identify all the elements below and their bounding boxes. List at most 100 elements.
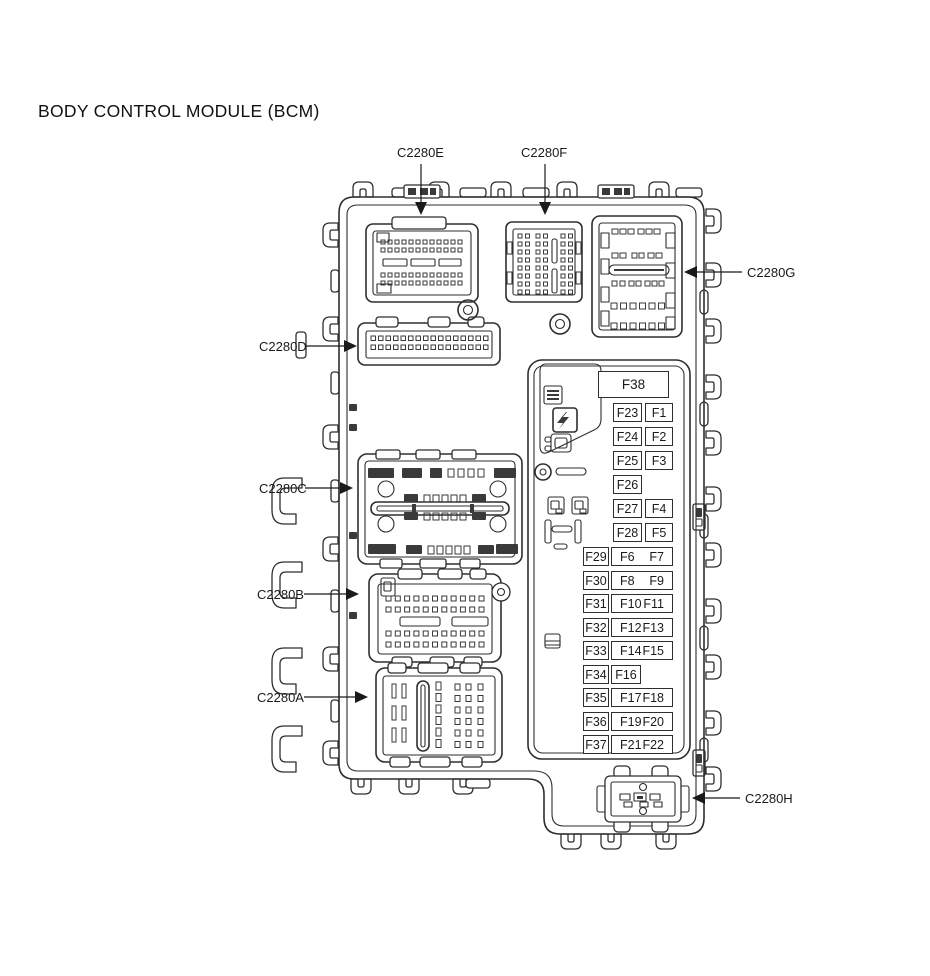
pin: [394, 272, 400, 278]
pin: [330, 589, 340, 613]
connector-c2280b: [368, 568, 502, 668]
relay-subpanel-outline: [539, 363, 602, 454]
pin: [560, 273, 566, 279]
pin: [422, 247, 428, 253]
pin: [478, 606, 485, 613]
pin: [454, 706, 461, 714]
pin: [457, 272, 463, 278]
pin: [441, 630, 448, 637]
pin: [454, 545, 462, 555]
clip: [705, 208, 722, 234]
clip: [705, 654, 722, 680]
clip: [705, 430, 722, 456]
pin: [380, 239, 386, 245]
screw-hole: [377, 480, 395, 498]
pin: [517, 233, 523, 239]
clip: [648, 181, 670, 198]
pin: [543, 233, 548, 239]
pin: [450, 494, 458, 503]
arrow-right-icon: [346, 588, 359, 600]
pin: [378, 335, 384, 341]
pin: [517, 281, 523, 287]
clip: [705, 486, 722, 512]
screw-hole: [491, 582, 511, 602]
pin: [525, 281, 530, 287]
pin: [401, 239, 407, 245]
pin: [658, 322, 665, 330]
pin: [477, 468, 485, 478]
clip: [705, 374, 722, 400]
pin: [349, 612, 357, 619]
arrow-right-icon: [340, 482, 353, 494]
pin: [408, 239, 414, 245]
fuse-f34: F34: [583, 665, 609, 684]
pin: [494, 468, 516, 478]
pin: [468, 335, 474, 341]
pin: [330, 371, 340, 395]
screw-hole: [489, 480, 507, 498]
pin: [391, 727, 397, 743]
pin: [560, 241, 566, 247]
callout-c2280c: C2280C: [259, 481, 307, 496]
pin: [469, 630, 476, 637]
screw-hole: [638, 782, 648, 792]
pin: [477, 729, 484, 737]
pin: [517, 289, 523, 295]
pin: [568, 289, 573, 295]
pin: [568, 281, 573, 287]
fuse-f20: F20: [642, 714, 664, 729]
pin: [400, 335, 406, 341]
pin: [423, 494, 431, 503]
pin: [391, 705, 397, 721]
pin: [477, 741, 484, 748]
clip: [459, 187, 487, 198]
pin: [465, 695, 472, 702]
pin: [619, 280, 626, 287]
pin: [535, 257, 541, 263]
fuse-f36: F36: [583, 712, 609, 731]
pin: [568, 265, 573, 271]
pin: [394, 247, 400, 253]
clip: [675, 187, 703, 198]
connector-c2280f: [505, 221, 583, 303]
pin: [543, 241, 548, 247]
fuse-f17: F17: [620, 690, 642, 705]
pin: [432, 494, 440, 503]
pin: [457, 468, 465, 478]
pin: [517, 241, 523, 247]
pin: [457, 239, 463, 245]
fuse-f15: F15: [642, 643, 664, 658]
pin: [349, 532, 357, 539]
pin: [496, 544, 518, 554]
pin: [413, 595, 420, 602]
bcm-housing-outline: [338, 184, 705, 835]
pin: [459, 512, 467, 521]
pin: [653, 228, 661, 235]
clip: [705, 710, 722, 736]
pin: [422, 239, 428, 245]
pin: [568, 257, 573, 263]
pin: [443, 247, 449, 253]
pin: [330, 699, 340, 723]
pin: [560, 249, 566, 255]
pin: [610, 302, 618, 310]
pin: [543, 265, 548, 271]
pin: [438, 335, 444, 341]
fuse-f3: F3: [645, 451, 673, 470]
clip: [322, 316, 339, 342]
pin: [404, 595, 411, 602]
pin: [413, 606, 420, 613]
fuse-f6: F6: [620, 549, 635, 564]
pin: [387, 239, 393, 245]
pin: [525, 249, 530, 255]
pin: [460, 344, 466, 350]
pin: [423, 335, 429, 341]
pin: [404, 606, 411, 613]
pin: [543, 289, 548, 295]
pin: [429, 280, 435, 286]
pin: [478, 545, 494, 554]
fuse-f25: F25: [613, 451, 642, 470]
pin: [453, 335, 459, 341]
clip: [322, 222, 339, 248]
